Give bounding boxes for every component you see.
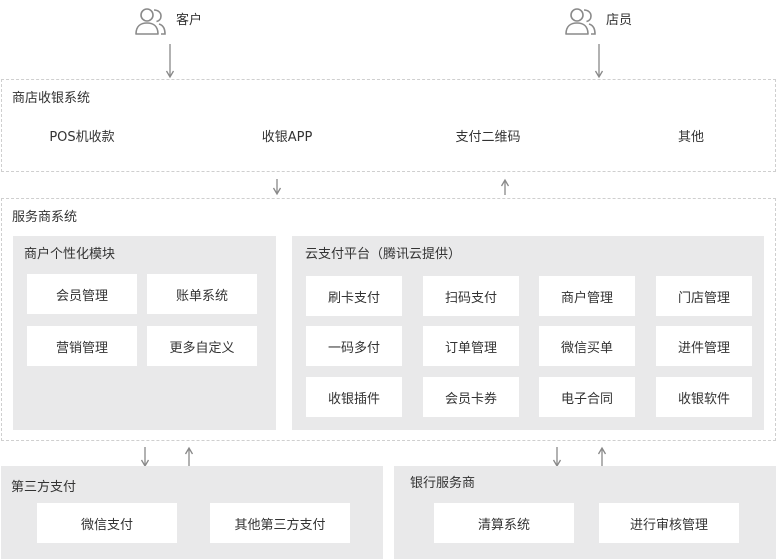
third-party-title: 第三方支付 xyxy=(11,480,77,495)
service-to-bank-arrow xyxy=(552,447,562,468)
merchant-item-custom: 更多自定义 xyxy=(147,326,257,366)
cloud-item-cashier-plugin: 收银插件 xyxy=(306,377,402,417)
store-system-box: 商店收银系统 POS机收款 收银APP 支付二维码 其他 xyxy=(1,79,776,172)
store-item-app: 收银APP xyxy=(261,130,313,145)
clerk-label: 店员 xyxy=(606,13,633,28)
merchant-item-member: 会员管理 xyxy=(27,274,137,314)
service-system-box: 服务商系统 商户个性化模块 会员管理 账单系统 营销管理 更多自定义 云支付平台… xyxy=(1,198,776,441)
cloud-item-card-payment: 刷卡支付 xyxy=(306,276,402,316)
service-to-store-arrow xyxy=(500,178,510,195)
bank-item-clearing: 清算系统 xyxy=(434,503,574,543)
customer-label: 客户 xyxy=(176,13,203,28)
bank-item-review-mgmt: 进行审核管理 xyxy=(599,503,739,543)
customer-user-icon xyxy=(135,8,166,35)
cloud-item-store-mgmt: 门店管理 xyxy=(656,276,752,316)
customer-to-store-arrow xyxy=(165,44,175,79)
cloud-item-scan-payment: 扫码支付 xyxy=(423,276,519,316)
cloud-item-one-code: 一码多付 xyxy=(306,326,402,366)
cloud-item-merchant-mgmt: 商户管理 xyxy=(539,276,635,316)
third-party-to-service-arrow xyxy=(184,446,194,467)
cloud-platform-title: 云支付平台（腾讯云提供） xyxy=(305,247,462,262)
bank-panel: 银行服务商 清算系统 进行审核管理 xyxy=(394,466,776,559)
store-item-qrcode: 支付二维码 xyxy=(455,130,521,145)
merchant-module-panel: 商户个性化模块 会员管理 账单系统 营销管理 更多自定义 xyxy=(13,236,276,430)
merchant-item-marketing: 营销管理 xyxy=(27,326,137,366)
cloud-item-member-card: 会员卡券 xyxy=(423,377,519,417)
clerk-to-store-arrow xyxy=(594,44,604,79)
merchant-module-title: 商户个性化模块 xyxy=(24,247,116,262)
clerk-user-icon xyxy=(565,8,596,35)
store-item-pos: POS机收款 xyxy=(49,130,115,145)
merchant-item-billing: 账单系统 xyxy=(147,274,257,314)
bank-title: 银行服务商 xyxy=(410,476,476,491)
store-item-other: 其他 xyxy=(677,130,705,145)
third-party-item-wechat-pay: 微信支付 xyxy=(37,503,177,543)
bank-to-service-arrow xyxy=(597,446,607,467)
service-to-third-party-arrow xyxy=(140,447,150,468)
cloud-item-e-contract: 电子合同 xyxy=(539,377,635,417)
service-system-title: 服务商系统 xyxy=(12,210,78,225)
cloud-item-order-mgmt: 订单管理 xyxy=(423,326,519,366)
cloud-platform-panel: 云支付平台（腾讯云提供） 刷卡支付 扫码支付 商户管理 门店管理 一码多付 订单… xyxy=(292,236,764,430)
store-system-title: 商店收银系统 xyxy=(12,91,91,106)
cloud-item-wechat-checkout: 微信买单 xyxy=(539,326,635,366)
cloud-item-onboarding-mgmt: 进件管理 xyxy=(656,326,752,366)
third-party-item-other: 其他第三方支付 xyxy=(210,503,350,543)
cloud-item-cashier-software: 收银软件 xyxy=(656,377,752,417)
third-party-panel: 第三方支付 微信支付 其他第三方支付 xyxy=(1,466,383,559)
store-to-service-arrow xyxy=(272,179,282,196)
